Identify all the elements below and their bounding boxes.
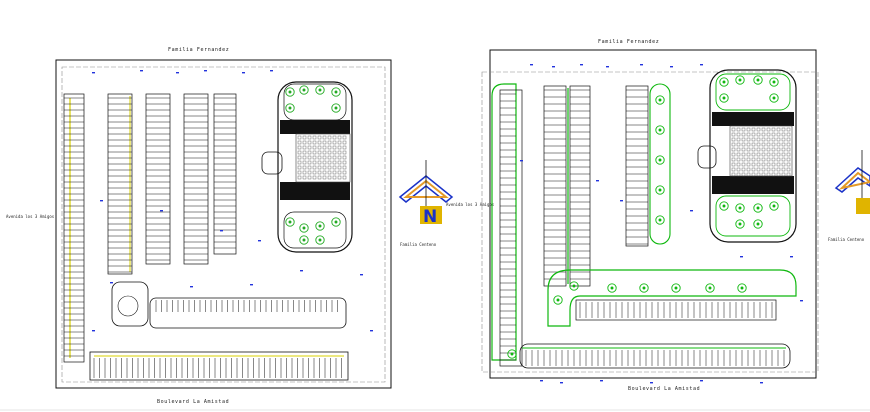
right-bottom-stalls xyxy=(525,302,785,366)
north-arrow-icon: N xyxy=(398,160,454,227)
right-property-boundary xyxy=(489,49,817,379)
left-main-building xyxy=(277,81,353,253)
right-plaza-hatch xyxy=(731,127,791,177)
left-street-left: Avenida los 3 Amigos xyxy=(6,214,55,219)
north-arrow-icon xyxy=(834,150,870,214)
left-annotations xyxy=(92,70,373,332)
right-parking-rows xyxy=(500,89,648,361)
right-main-building xyxy=(709,69,797,243)
right-site-plan: Familia Fernandez Avenida los 3 Amigos F… xyxy=(446,39,865,392)
north-letter: N xyxy=(423,207,437,227)
right-building-trees xyxy=(507,75,779,359)
left-plaza-hatch xyxy=(297,135,347,180)
left-street-bottom: Boulevard La Amistad xyxy=(157,399,229,405)
left-street-right: Familia Centeno xyxy=(400,242,437,247)
right-street-top: Familia Fernandez xyxy=(598,39,659,45)
left-building-trees xyxy=(285,85,341,245)
right-street-right: Familia Centeno xyxy=(828,237,865,242)
right-annotations xyxy=(520,64,803,384)
left-property-boundary xyxy=(55,59,392,389)
right-street-bottom: Boulevard La Amistad xyxy=(628,386,700,392)
left-parking-rows xyxy=(108,97,236,273)
left-parking-column-1 xyxy=(64,97,84,357)
left-site-plan: Familia Fernandez Avenida los 3 Amigos F… xyxy=(6,47,437,405)
left-bottom-stalls xyxy=(93,300,342,378)
left-street-top: Familia Fernandez xyxy=(168,47,229,53)
right-street-left: Avenida los 3 Amigos xyxy=(446,202,495,207)
